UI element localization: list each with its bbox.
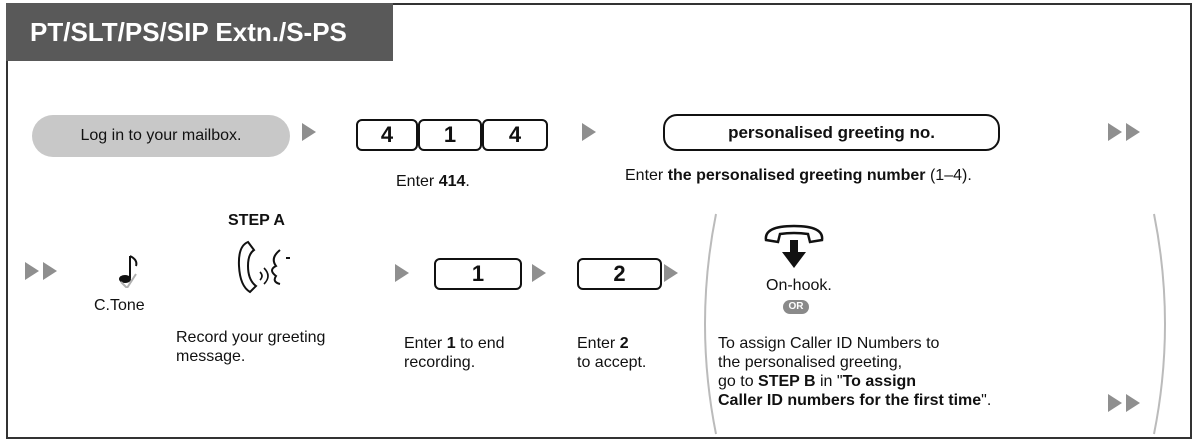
- diagram-frame: [6, 3, 1192, 439]
- key2-caption: Enter 2 to accept.: [577, 335, 647, 371]
- arrow-icon: [25, 262, 39, 280]
- music-note-icon: [112, 252, 142, 290]
- key1-caption: Enter 1 to end recording.: [404, 335, 505, 371]
- step-a-label: STEP A: [228, 212, 285, 229]
- arrow-icon: [395, 264, 409, 282]
- greeting-number-caption: Enter the personalised greeting number (…: [625, 167, 972, 184]
- key-4: 4: [356, 119, 418, 151]
- double-arrow-icon: [1108, 123, 1140, 146]
- arrow-icon: [1108, 123, 1122, 141]
- key-1-end: 1: [434, 258, 522, 290]
- header-title: PT/SLT/PS/SIP Extn./S-PS: [6, 3, 393, 61]
- login-pill: Log in to your mailbox.: [32, 115, 290, 157]
- key-2-accept: 2: [577, 258, 662, 290]
- greeting-number-box: personalised greeting no.: [663, 114, 1000, 151]
- enter-414-caption: Enter 414.: [396, 173, 470, 190]
- key-1: 1: [418, 119, 482, 151]
- arrow-icon: [43, 262, 57, 280]
- on-hook-icon: [758, 218, 830, 274]
- arrow-icon: [302, 123, 316, 141]
- arrow-icon: [1126, 123, 1140, 141]
- handset-speaking-icon: [230, 236, 294, 296]
- tone-label: C.Tone: [94, 297, 145, 314]
- arrow-icon: [1108, 394, 1122, 412]
- assign-caller-id-text: To assign Caller ID Numbers to the perso…: [718, 335, 992, 409]
- arrow-icon: [1126, 394, 1140, 412]
- double-arrow-icon: [25, 262, 57, 285]
- or-badge: OR: [783, 300, 809, 314]
- arrow-icon: [582, 123, 596, 141]
- arrow-icon: [532, 264, 546, 282]
- record-caption: Record your greeting message.: [176, 329, 326, 365]
- left-parenthesis: [690, 212, 720, 436]
- right-parenthesis: [1150, 212, 1180, 436]
- arrow-icon: [664, 264, 678, 282]
- double-arrow-icon: [1108, 394, 1140, 417]
- on-hook-caption: On-hook.: [766, 277, 832, 294]
- key-4b: 4: [482, 119, 548, 151]
